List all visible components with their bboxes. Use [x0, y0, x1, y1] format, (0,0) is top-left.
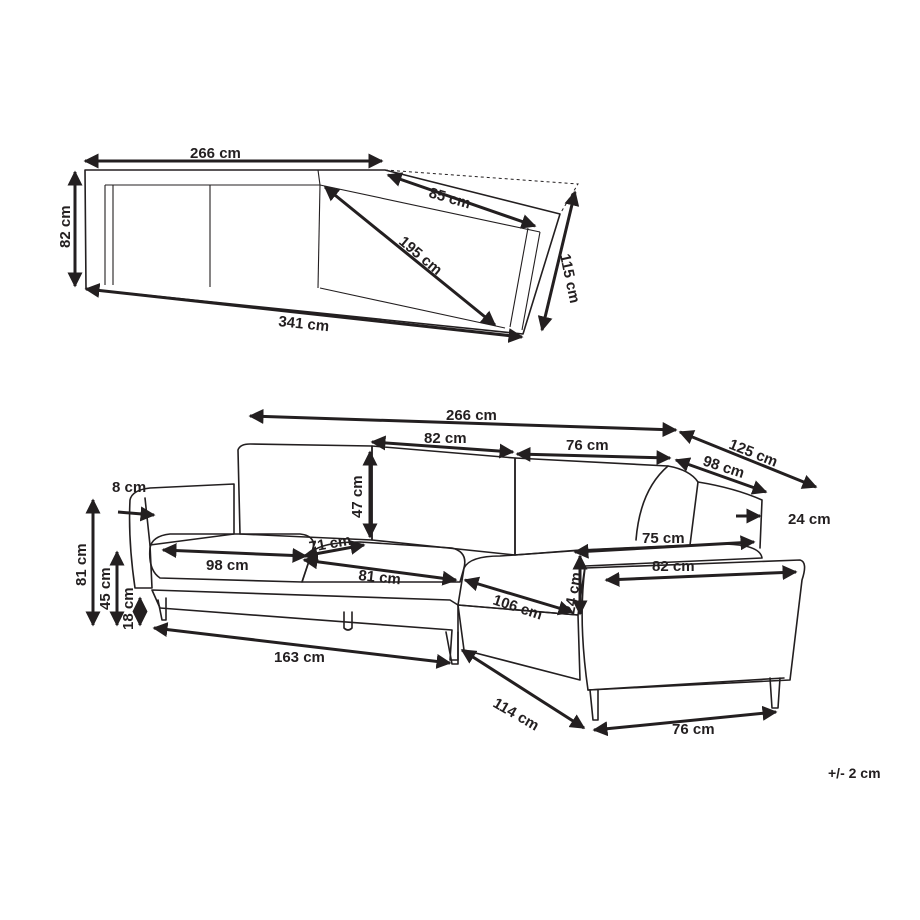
dim-front-76	[515, 446, 672, 466]
label-top-82: 82 cm	[57, 205, 74, 248]
label-front-82-chaise: 82 cm	[652, 558, 695, 575]
label-front-98-seat: 98 cm	[206, 557, 249, 574]
label-top-85: 85 cm	[427, 185, 473, 213]
top-chaise-arm-inner	[521, 231, 541, 331]
leg-left	[157, 597, 167, 621]
label-front-266: 266 cm	[446, 407, 497, 424]
leg-chaise-left	[589, 689, 599, 721]
label-front-76: 76 cm	[566, 437, 609, 454]
chaise-arm-bottom	[587, 677, 785, 691]
label-top-115: 115 cm	[556, 252, 583, 304]
leg-chaise-right	[769, 677, 781, 709]
top-view: 266 cm 82 cm 85 cm 195 cm 115 cm 341 cm	[57, 145, 583, 343]
label-front-114: 114 cm	[490, 695, 542, 735]
top-inner-edge	[105, 169, 321, 186]
label-top-195: 195 cm	[395, 233, 445, 279]
dim-front-76-base	[592, 705, 778, 737]
dim-front-163	[152, 622, 452, 669]
dim-top-115	[537, 190, 580, 332]
dim-front-82-chaise	[604, 565, 798, 587]
dim-front-81-seat	[302, 554, 458, 586]
label-front-82: 82 cm	[424, 430, 467, 447]
label-front-47: 47 cm	[349, 475, 366, 518]
left-arm-inner	[144, 497, 151, 546]
label-front-18: 18 cm	[120, 587, 137, 630]
leg-middle	[343, 611, 353, 631]
label-top-341: 341 cm	[278, 313, 330, 335]
label-top-266: 266 cm	[190, 145, 241, 162]
dim-front-98-seat	[161, 543, 308, 563]
dim-front-8	[117, 506, 156, 522]
dim-front-82	[370, 435, 515, 459]
dim-top-341	[84, 283, 524, 343]
label-front-81-seat: 81 cm	[358, 567, 402, 588]
top-seat-divider-2	[317, 184, 321, 289]
dim-front-98-back	[674, 457, 768, 495]
label-front-163: 163 cm	[274, 649, 325, 666]
dim-front-71	[302, 540, 366, 561]
tolerance-note: +/- 2 cm	[828, 765, 881, 781]
sofa-base	[151, 589, 459, 661]
label-front-81: 81 cm	[73, 543, 90, 586]
label-front-75: 75 cm	[642, 530, 685, 547]
label-front-71: 71 cm	[308, 532, 353, 556]
label-front-8: 8 cm	[112, 479, 146, 496]
dim-front-114	[460, 648, 586, 730]
dim-front-75	[573, 535, 756, 559]
dim-front-266	[248, 408, 678, 438]
label-front-24-arm: 24 cm	[788, 511, 831, 528]
dim-front-106	[463, 576, 574, 616]
label-front-76-base: 76 cm	[672, 721, 715, 738]
label-front-45: 45 cm	[97, 567, 114, 610]
back-cushion-middle	[371, 445, 516, 556]
sofa-view: 266 cm 125 cm 82 cm 76 cm 98 cm 8 cm 24 …	[73, 407, 831, 738]
back-cushion-right-fold	[635, 465, 669, 541]
top-outline	[84, 169, 561, 335]
